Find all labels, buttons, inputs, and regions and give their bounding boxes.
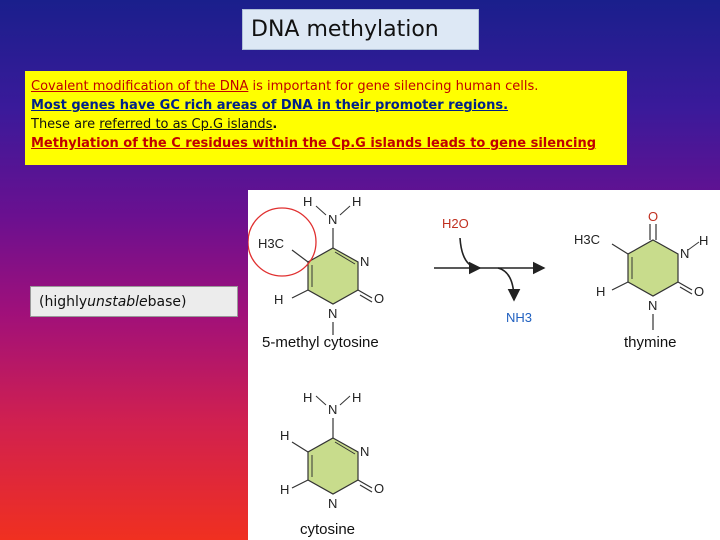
th-carbonyl-o4: O (648, 209, 658, 224)
summary-line-2: Most genes have GC rich areas of DNA in … (31, 96, 627, 115)
ammonia-product-label: NH3 (506, 310, 532, 325)
cy-amino-h-left: H (303, 390, 312, 405)
methyl-cytosine-ring (307, 247, 359, 305)
summary-line-2-text: Most genes have GC rich areas of DNA in … (31, 98, 509, 113)
note-close: base) (147, 293, 187, 310)
summary-line-3-link: referred to as Cp.G islands (99, 117, 273, 132)
mc-amino-h-right: H (352, 194, 361, 209)
summary-line-4: Methylation of the C residues within the… (31, 134, 627, 153)
methyl-cytosine-caption: 5-methyl cytosine (262, 334, 379, 351)
th-methyl-group: H3C (574, 232, 600, 247)
water-in-arrow (459, 237, 482, 275)
slide-title: DNA methylation (242, 9, 479, 50)
summary-text-box: Covalent modification of the DNA is impo… (25, 71, 627, 165)
cy-h5: H (280, 428, 289, 443)
th-ring-n1: N (648, 298, 657, 313)
methyl-cytosine-molecule: N H H N O N H H3C 5-methyl cytosine (248, 194, 384, 351)
cytosine-caption: cytosine (300, 521, 355, 538)
cy-amino-h-right: H (352, 390, 361, 405)
th-carbonyl-o2: O (694, 284, 704, 299)
slide-title-text: DNA methylation (251, 17, 439, 42)
cy-ring-n1: N (328, 496, 337, 511)
mc-amino-h-left: H (303, 194, 312, 209)
th-h6: H (596, 284, 605, 299)
reaction-diagram: N H H N O N H H3C 5-methyl cytosine H2O … (248, 194, 708, 538)
th-n3-h: H (699, 233, 708, 248)
mc-ring-n1: N (328, 306, 337, 321)
thymine-caption: thymine (624, 334, 677, 351)
mc-carbonyl-o: O (374, 291, 384, 306)
water-reagent-label: H2O (442, 216, 469, 231)
deamination-reaction: H2O NH3 (434, 216, 546, 325)
cy-h6: H (280, 482, 289, 497)
mc-h6: H (274, 292, 283, 307)
ammonia-out-arrow (497, 267, 521, 302)
thymine-molecule: O N H O N H H3C thymine (574, 209, 708, 351)
note-open: (highly (39, 293, 88, 310)
methyl-highlight-circle (248, 207, 317, 277)
summary-line-1: Covalent modification of the DNA is impo… (31, 77, 627, 96)
mc-ring-n3: N (360, 254, 369, 269)
summary-line-1-link: Covalent modification of the DNA (31, 79, 249, 94)
summary-line-3-start: These are (31, 117, 100, 132)
summary-line-3: These are referred to as Cp.G islands. (31, 115, 627, 134)
summary-line-3-end: . (272, 117, 278, 132)
thymine-ring (627, 239, 679, 297)
cytosine-molecule: N H H N O N H H cytosine (280, 390, 384, 538)
mc-methyl-group: H3C (258, 236, 284, 251)
mc-amino-n: N (328, 212, 337, 227)
cytosine-ring (307, 437, 359, 495)
cy-ring-n3: N (360, 444, 369, 459)
summary-line-1-rest: is important for gene silencing human ce… (248, 79, 539, 94)
reaction-figure: N H H N O N H H3C 5-methyl cytosine H2O … (248, 190, 720, 540)
th-ring-n3: N (680, 246, 689, 261)
summary-line-4-text: Methylation of the C residues within the… (31, 136, 597, 151)
unstable-base-note: (highly unstable base) (30, 286, 238, 317)
cy-carbonyl-o: O (374, 481, 384, 496)
cy-amino-n: N (328, 402, 337, 417)
note-emphasis: unstable (87, 293, 148, 310)
